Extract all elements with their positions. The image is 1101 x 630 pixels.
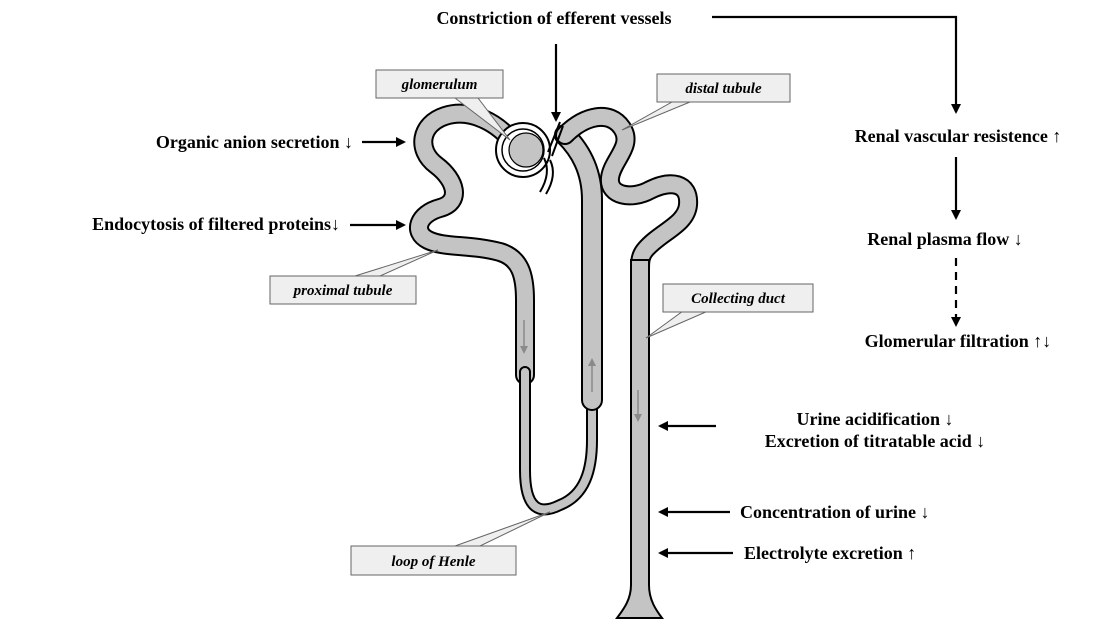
collecting-duct-label: Collecting duct: [691, 291, 786, 307]
glomerular-filtration-label: Glomerular filtration ↑↓: [865, 331, 1052, 351]
renal-resistance-label: Renal vascular resistence ↑: [855, 126, 1062, 146]
urine-concentration-label: Concentration of urine ↓: [740, 502, 929, 522]
glomerulum-label: glomerulum: [401, 77, 478, 93]
distal-tubule-label: distal tubule: [685, 81, 762, 97]
titratable-acid-label: Excretion of titratable acid ↓: [765, 431, 986, 451]
efferent-constriction-label: Constriction of efferent vessels: [436, 8, 671, 28]
urine-acidification-label: Urine acidification ↓: [797, 409, 954, 429]
nephron: [419, 114, 688, 618]
collecting-duct: [617, 260, 662, 618]
glomerulus: [496, 122, 563, 194]
renal-plasma-flow-label: Renal plasma flow ↓: [867, 229, 1023, 249]
proximal-tubule-label: proximal tubule: [292, 283, 393, 299]
organic-anion-label: Organic anion secretion ↓: [156, 132, 353, 152]
endocytosis-label: Endocytosis of filtered proteins↓: [92, 214, 340, 234]
electrolyte-excretion-label: Electrolyte excretion ↑: [744, 543, 916, 563]
loop-of-henle-label: loop of Henle: [391, 554, 475, 570]
